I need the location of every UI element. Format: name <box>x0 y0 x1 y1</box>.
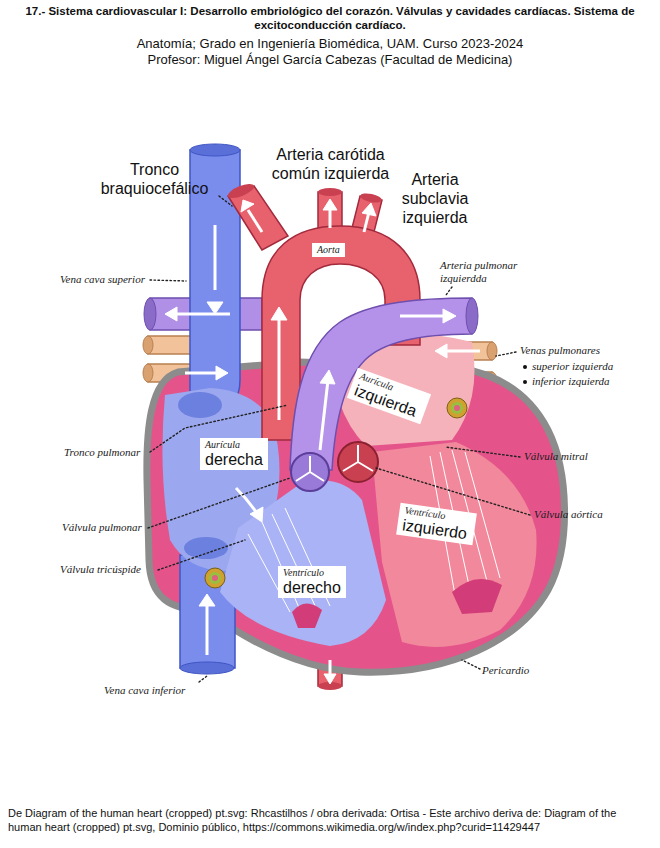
part-label: Vena cava superior <box>60 273 145 286</box>
vessel-opening <box>144 298 156 330</box>
valve-leaflets <box>343 445 373 471</box>
flow-arrow <box>214 225 217 290</box>
part-label: Arteria carótida común izquierda <box>258 145 403 183</box>
leader-line <box>496 352 516 356</box>
label-text: Aorta <box>317 244 340 256</box>
vessel-opening <box>190 144 240 156</box>
arrow-head <box>271 307 287 320</box>
arrow-head <box>323 199 337 210</box>
flow-arrows <box>165 199 480 684</box>
part-label: Válvula mitral <box>524 450 588 463</box>
arrow-head <box>362 203 376 216</box>
vessel-opening <box>143 364 153 382</box>
label-text: derecho <box>283 579 341 597</box>
chamber-label: Aorta <box>312 243 345 257</box>
vessel-opening <box>184 537 228 559</box>
coronary-vessel <box>447 398 467 418</box>
papillary-muscle <box>452 579 502 614</box>
coronary-vessel <box>454 405 460 411</box>
coronary-vessel <box>205 568 225 588</box>
flow-arrow <box>278 318 281 420</box>
vessel-opening <box>226 181 256 201</box>
leader-line <box>445 447 520 457</box>
leader-line <box>219 196 232 206</box>
valve-leaflets <box>296 456 324 481</box>
arrow-head <box>165 307 177 321</box>
vessel-opening <box>466 298 478 334</box>
part-label: Vena cava inferior <box>104 684 185 697</box>
part-label: Válvula tricúspide <box>60 563 141 576</box>
arrow-head <box>435 344 447 358</box>
label-heading: Aurícula <box>205 439 263 451</box>
right-ventricle <box>220 480 386 646</box>
coronary-vessel <box>209 572 221 584</box>
part-label: Tronco pulmonar <box>64 446 140 459</box>
chamber-label: Ventrículoderecho <box>278 566 346 598</box>
arrow-head <box>207 302 223 314</box>
bullet <box>523 365 527 369</box>
flow-arrow <box>175 313 230 316</box>
vessel-opening <box>178 392 222 418</box>
flow-arrow <box>400 315 445 318</box>
arrow-head <box>443 309 456 323</box>
arrow-head <box>324 674 336 684</box>
vessel-opening <box>487 342 497 360</box>
leader-line <box>199 676 207 682</box>
flow-arrow <box>248 210 262 232</box>
part-label: Válvula pulmonar <box>62 521 142 534</box>
leader-line <box>148 478 290 528</box>
part-label: Arteria pulmonar izquierdda <box>440 259 540 285</box>
part-label: Tronco braquiocefálico <box>92 160 217 198</box>
bullet <box>523 380 527 384</box>
leader-line <box>446 287 452 295</box>
label-text: derecha <box>205 451 263 469</box>
pulmonary-trunk <box>290 298 472 470</box>
flow-arrow <box>320 380 328 450</box>
coronary-vessel <box>451 402 463 414</box>
coronary-vessel <box>212 575 218 581</box>
label-heading: Ventrículo <box>283 567 341 579</box>
flow-arrow <box>185 372 218 375</box>
leader-line <box>158 540 245 570</box>
vessel-opening <box>180 662 234 674</box>
arrow-head <box>241 200 254 212</box>
part-label: superior izquierda <box>532 360 613 373</box>
chamber-label: Aurículaderecha <box>200 438 268 470</box>
pulmonary-valve <box>291 453 329 491</box>
arrow-head <box>250 507 263 522</box>
part-label: Válvula aórtica <box>534 508 603 521</box>
part-label: Venas pulmonares <box>520 344 600 357</box>
papillary-muscle <box>292 603 322 628</box>
leader-line <box>150 280 186 281</box>
part-label: inferior izquierda <box>532 375 610 388</box>
aortic-valve <box>338 442 378 482</box>
part-label: Pericardio <box>482 664 529 677</box>
flow-arrow <box>329 208 332 228</box>
arrow-head <box>216 366 228 380</box>
vessel-opening <box>318 188 342 196</box>
leader-line <box>462 660 480 669</box>
vessel-opening <box>143 336 153 354</box>
left-ventricle <box>372 442 537 647</box>
credit-caption: De Diagram of the human heart (cropped) … <box>8 806 652 834</box>
flow-arrow <box>445 350 480 353</box>
flow-arrow <box>206 605 209 655</box>
flow-arrow <box>236 488 256 512</box>
subtitle-line: Profesor: Miguel Ángel García Cabezas (F… <box>0 52 660 68</box>
page-title: 17.- Sistema cardiovascular I: Desarroll… <box>10 4 650 32</box>
subtitle-line: Anatomía; Grado en Ingeniería Biomédica,… <box>0 36 660 52</box>
arrow-head <box>320 370 335 384</box>
arrow-head <box>199 594 215 606</box>
part-label: Arteria subclavia izquierda <box>385 170 485 227</box>
flow-arrow <box>364 212 369 232</box>
